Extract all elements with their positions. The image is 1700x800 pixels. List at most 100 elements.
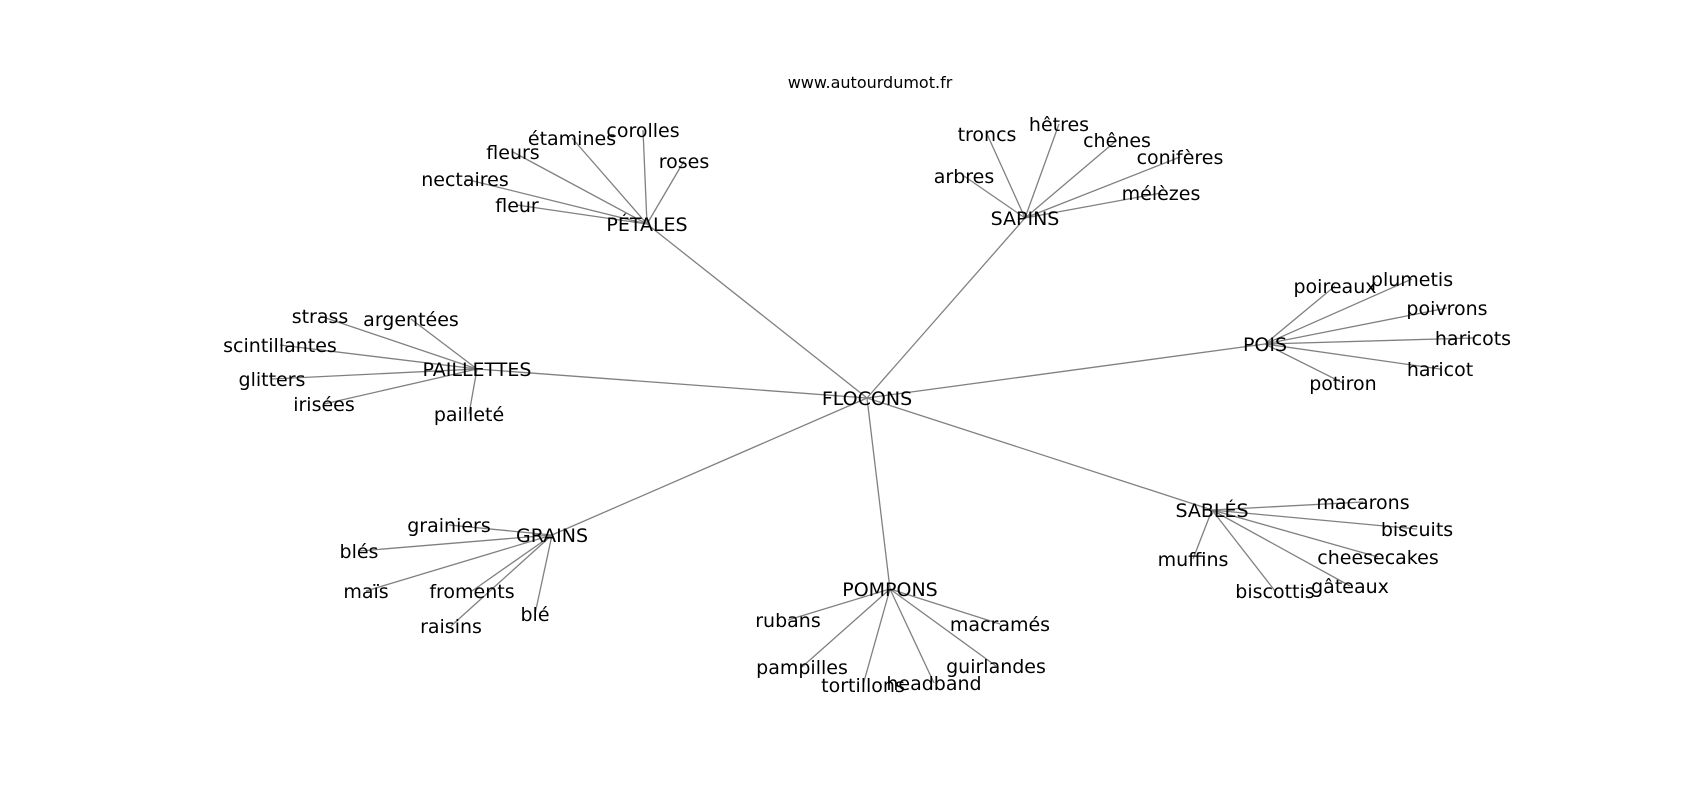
edge-sapins-troncs	[986, 133, 1026, 219]
edge-sapins-chenes	[1024, 139, 1118, 219]
edge-pompons-guirlandes	[889, 588, 997, 667]
edge-sables-muffins	[1192, 509, 1213, 560]
node-leaf-paillete: pailleté	[434, 404, 504, 426]
edge-pompons-rubans	[787, 588, 891, 621]
node-leaf-troncs: troncs	[958, 124, 1017, 146]
node-leaf-strass: strass	[292, 306, 349, 328]
node-leaf-scintillantes: scintillantes	[223, 335, 337, 357]
edge-paillettes-paillete	[468, 368, 478, 415]
edge-sables-biscuits	[1211, 509, 1418, 530]
edge-grains-froments	[471, 534, 553, 592]
node-leaf-tortillons: tortillons	[821, 675, 905, 697]
edge-pois-haricot	[1264, 343, 1441, 370]
edge-grains-grainiers	[448, 524, 553, 536]
node-leaf-glitters: glitters	[239, 369, 306, 391]
node-leaf-ble: blé	[520, 604, 549, 626]
node-leaf-macarons: macarons	[1316, 492, 1409, 514]
node-cluster-pois: POIS	[1243, 334, 1287, 356]
node-leaf-biscottis: biscottis	[1235, 581, 1314, 603]
edge-grains-mais	[365, 534, 553, 592]
node-leaf-muffins: muffins	[1158, 549, 1229, 571]
node-leaf-guirlandes: guirlandes	[946, 656, 1046, 678]
node-leaf-fleurs: fleurs	[486, 142, 539, 164]
node-cluster-paillettes: PAILLETTES	[423, 359, 532, 381]
edge-paillettes-irisees	[323, 368, 478, 405]
node-leaf-haricots: haricots	[1435, 328, 1511, 350]
edge-petales-roses	[646, 160, 685, 225]
edge-sapins-coniferes	[1024, 156, 1181, 219]
edge-root-petales	[646, 223, 868, 399]
edge-pompons-pampilles	[801, 588, 891, 668]
node-leaf-nectaires: nectaires	[421, 169, 509, 191]
node-root: FLOCONS	[822, 388, 912, 410]
node-cluster-sables: SABLÉS	[1175, 499, 1248, 522]
node-leaf-argentees: argentées	[363, 309, 459, 331]
edge-pois-potiron	[1264, 343, 1344, 384]
edge-paillettes-strass	[319, 315, 478, 370]
edge-grains-ble	[534, 534, 553, 615]
edge-root-pompons	[866, 397, 891, 590]
edge-pois-poireaux	[1264, 285, 1336, 345]
node-leaf-poireaux: poireaux	[1294, 276, 1377, 298]
node-cluster-grains: GRAINS	[516, 525, 588, 547]
node-cluster-petales: PÉTALES	[606, 213, 687, 236]
edge-pois-haricots	[1264, 337, 1474, 345]
edge-root-pois	[866, 343, 1266, 399]
edge-pois-poivrons	[1264, 307, 1448, 345]
node-leaf-froments: froments	[429, 581, 514, 603]
node-leaf-cheesecakes: cheesecakes	[1317, 547, 1438, 569]
node-leaf-biscuits: biscuits	[1381, 519, 1453, 541]
edge-sables-gateaux	[1211, 509, 1351, 587]
edge-sapins-melezes	[1024, 192, 1162, 219]
node-leaf-roses: roses	[659, 151, 710, 173]
node-leaf-irisees: irisées	[293, 394, 355, 416]
node-cluster-sapins: SAPINS	[991, 208, 1060, 230]
edge-sables-cheesecakes	[1211, 509, 1379, 558]
node-leaf-potiron: potiron	[1309, 373, 1376, 395]
node-leaf-grainiers: grainiers	[407, 515, 491, 537]
node-leaf-haricot: haricot	[1407, 359, 1473, 381]
source-watermark: www.autourdumot.fr	[788, 73, 953, 92]
edge-grains-raisins	[450, 534, 553, 627]
node-leaf-macrames: macramés	[950, 614, 1050, 636]
edge-paillettes-scintillantes	[279, 344, 478, 370]
edge-root-paillettes	[476, 368, 868, 399]
edge-paillettes-argentees	[410, 318, 478, 370]
edge-sapins-arbres	[963, 175, 1026, 219]
edge-sables-macarons	[1211, 501, 1364, 511]
edge-root-sables	[866, 397, 1213, 511]
node-leaf-etamines: étamines	[528, 128, 616, 150]
node-leaf-corolles: corolles	[606, 120, 679, 142]
edge-root-sapins	[866, 217, 1026, 399]
node-leaf-mais: maïs	[343, 581, 388, 603]
edge-pompons-headband	[889, 588, 935, 684]
node-leaf-raisins: raisins	[420, 616, 482, 638]
edge-pompons-tortillons	[862, 588, 891, 686]
edge-sables-biscottis	[1211, 509, 1276, 592]
node-leaf-arbres: arbres	[934, 166, 995, 188]
node-leaf-hetres: hêtres	[1029, 114, 1089, 136]
edge-sapins-hetres	[1024, 123, 1060, 219]
edge-petales-fleur	[516, 204, 648, 225]
node-leaf-rubans: rubans	[755, 610, 821, 632]
edge-grains-bles	[358, 534, 553, 552]
node-leaf-gateaux: gâteaux	[1311, 576, 1389, 598]
edge-paillettes-glitters	[271, 368, 478, 380]
edge-root-grains	[551, 397, 868, 536]
edge-petales-etamines	[571, 137, 648, 225]
node-leaf-headband: headband	[886, 673, 981, 695]
node-leaf-poivrons: poivrons	[1406, 298, 1487, 320]
node-leaf-plumetis: plumetis	[1371, 269, 1453, 291]
graph-edges	[271, 123, 1474, 686]
node-leaf-chenes: chênes	[1083, 130, 1151, 152]
node-leaf-fleur: fleur	[495, 195, 539, 217]
node-leaf-bles: blés	[340, 541, 379, 563]
node-cluster-pompons: POMPONS	[842, 579, 938, 601]
node-leaf-melezes: mélèzes	[1122, 183, 1201, 205]
edge-pois-plumetis	[1264, 278, 1413, 345]
edge-petales-fleurs	[512, 151, 648, 225]
node-leaf-pampilles: pampilles	[756, 657, 848, 679]
edge-petales-corolles	[642, 129, 648, 225]
edge-petales-nectaires	[464, 178, 648, 225]
